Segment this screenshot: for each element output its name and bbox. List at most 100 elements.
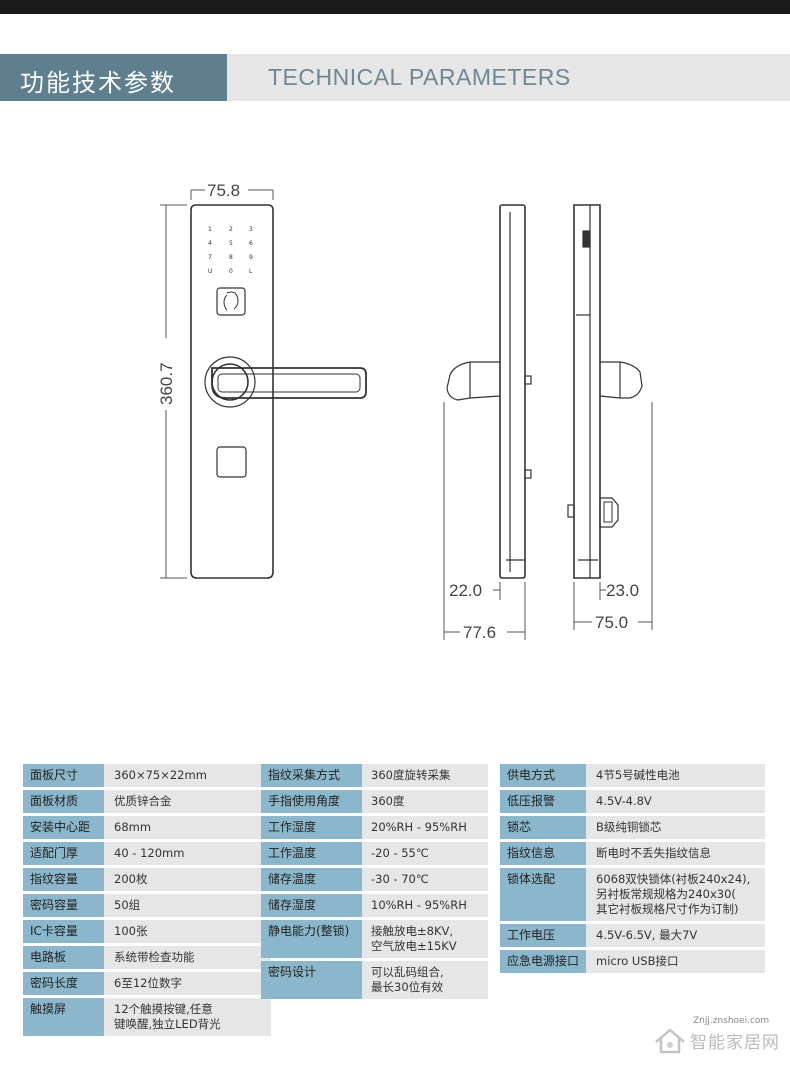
- key-6: 6: [249, 240, 253, 247]
- spec-label: 触摸屏: [23, 998, 104, 1036]
- key-2: 2: [229, 226, 233, 233]
- spec-label: 指纹信息: [500, 842, 586, 865]
- spec-row: 电路板系统带检查功能: [23, 946, 271, 969]
- spec-row: 指纹信息断电时不丢失指纹信息: [500, 842, 765, 865]
- spec-row: 工作温度-20 - 55℃: [261, 842, 488, 865]
- keypad: 1 2 3 4 5 6 7 8 9 U 0 L: [208, 226, 253, 275]
- dim-back-total: 75.0: [595, 613, 628, 632]
- section-title-en: TECHNICAL PARAMETERS: [268, 64, 571, 90]
- key-1: 1: [208, 226, 212, 233]
- dim-height: 360.7: [157, 362, 176, 405]
- section-header-cn: 功能技术参数: [0, 54, 227, 101]
- spec-row: 储存温度-30 - 70℃: [261, 868, 488, 891]
- spec-value: 可以乱码组合,最长30位有效: [362, 961, 488, 999]
- spec-label: 密码容量: [23, 894, 104, 917]
- spec-value: 10%RH - 95%RH: [362, 894, 488, 917]
- spec-label: 低压报警: [500, 790, 586, 813]
- key-9: 9: [249, 254, 253, 261]
- key-7: 7: [208, 254, 212, 261]
- spec-row: 面板材质优质锌合金: [23, 790, 271, 813]
- spec-label: 安装中心距: [23, 816, 104, 839]
- key-u: U: [208, 268, 212, 275]
- spec-label: 手指使用角度: [261, 790, 362, 813]
- top-bar: [0, 0, 790, 14]
- spec-value: 12个触摸按键,任意键唤醒,独立LED背光: [104, 998, 271, 1036]
- spec-value: 40 - 120mm: [104, 842, 271, 865]
- spec-value: 4.5V-4.8V: [586, 790, 765, 813]
- lock-dimension-drawing: 1 2 3 4 5 6 7 8 9 U 0 L 75.8 360.7 22.0 …: [157, 181, 653, 642]
- fingerprint-sensor: [216, 287, 246, 316]
- spec-label: 储存湿度: [261, 894, 362, 917]
- section-title-cn: 功能技术参数: [20, 69, 176, 97]
- dim-depth-front: 22.0: [449, 581, 482, 600]
- spec-label: 储存温度: [261, 868, 362, 891]
- key-5: 5: [229, 240, 233, 247]
- spec-row: 静电能力(整锁)接触放电±8KV,空气放电±15KV: [261, 920, 488, 958]
- spec-label: 静电能力(整锁): [261, 920, 362, 958]
- back-view: [567, 204, 643, 579]
- spec-value: 4节5号碱性电池: [586, 764, 765, 787]
- spec-value: 200枚: [104, 868, 271, 891]
- spec-label: 适配门厚: [23, 842, 104, 865]
- spec-label: 密码设计: [261, 961, 362, 999]
- spec-value: micro USB接口: [586, 950, 765, 973]
- key-3: 3: [249, 226, 253, 233]
- spec-label: IC卡容量: [23, 920, 104, 943]
- dim-width: 75.8: [207, 181, 240, 200]
- lever-handle: [211, 367, 367, 399]
- spec-value: 360度旋转采集: [362, 764, 488, 787]
- section-header-en: TECHNICAL PARAMETERS: [227, 54, 790, 101]
- spec-value: 4.5V-6.5V, 最大7V: [586, 924, 765, 947]
- spec-label: 工作温度: [261, 842, 362, 865]
- spec-value: B级纯铜锁芯: [586, 816, 765, 839]
- spec-label: 供电方式: [500, 764, 586, 787]
- watermark-name: 智能家居网: [690, 1033, 780, 1053]
- card-reader-area: [216, 446, 247, 478]
- spec-value: 360度: [362, 790, 488, 813]
- spec-value: 优质锌合金: [104, 790, 271, 813]
- side-view: [446, 204, 532, 579]
- spec-label: 面板材质: [23, 790, 104, 813]
- spec-value: 100张: [104, 920, 271, 943]
- dim-depth-back: 23.0: [606, 581, 639, 600]
- spec-value: -20 - 55℃: [362, 842, 488, 865]
- spec-label: 锁芯: [500, 816, 586, 839]
- key-8: 8: [229, 254, 233, 261]
- spec-value: 50组: [104, 894, 271, 917]
- spec-value: 6068双快锁体(衬板240x24),另衬板常规规格为240x30(其它衬板规格…: [586, 868, 765, 921]
- spec-label: 工作电压: [500, 924, 586, 947]
- spec-label: 电路板: [23, 946, 104, 969]
- front-view: [190, 204, 367, 579]
- spec-value: 360×75×22mm: [104, 764, 271, 787]
- watermark-house-icon: [655, 1028, 685, 1054]
- spec-value: 68mm: [104, 816, 271, 839]
- spec-value: 系统带检查功能: [104, 946, 271, 969]
- spec-value: 接触放电±8KV,空气放电±15KV: [362, 920, 488, 958]
- watermark-url: Znjj.znshoei.com: [693, 1016, 770, 1026]
- spec-value: 6至12位数字: [104, 972, 271, 995]
- key-0: 0: [229, 268, 233, 275]
- watermark-logo: Znjj.znshoei.com 智能家居网: [648, 1016, 779, 1062]
- spec-value: 20%RH - 95%RH: [362, 816, 488, 839]
- key-4: 4: [208, 240, 212, 247]
- spec-label: 指纹容量: [23, 868, 104, 891]
- spec-label: 锁体选配: [500, 868, 586, 921]
- spec-value: -30 - 70℃: [362, 868, 488, 891]
- spec-label: 指纹采集方式: [261, 764, 362, 787]
